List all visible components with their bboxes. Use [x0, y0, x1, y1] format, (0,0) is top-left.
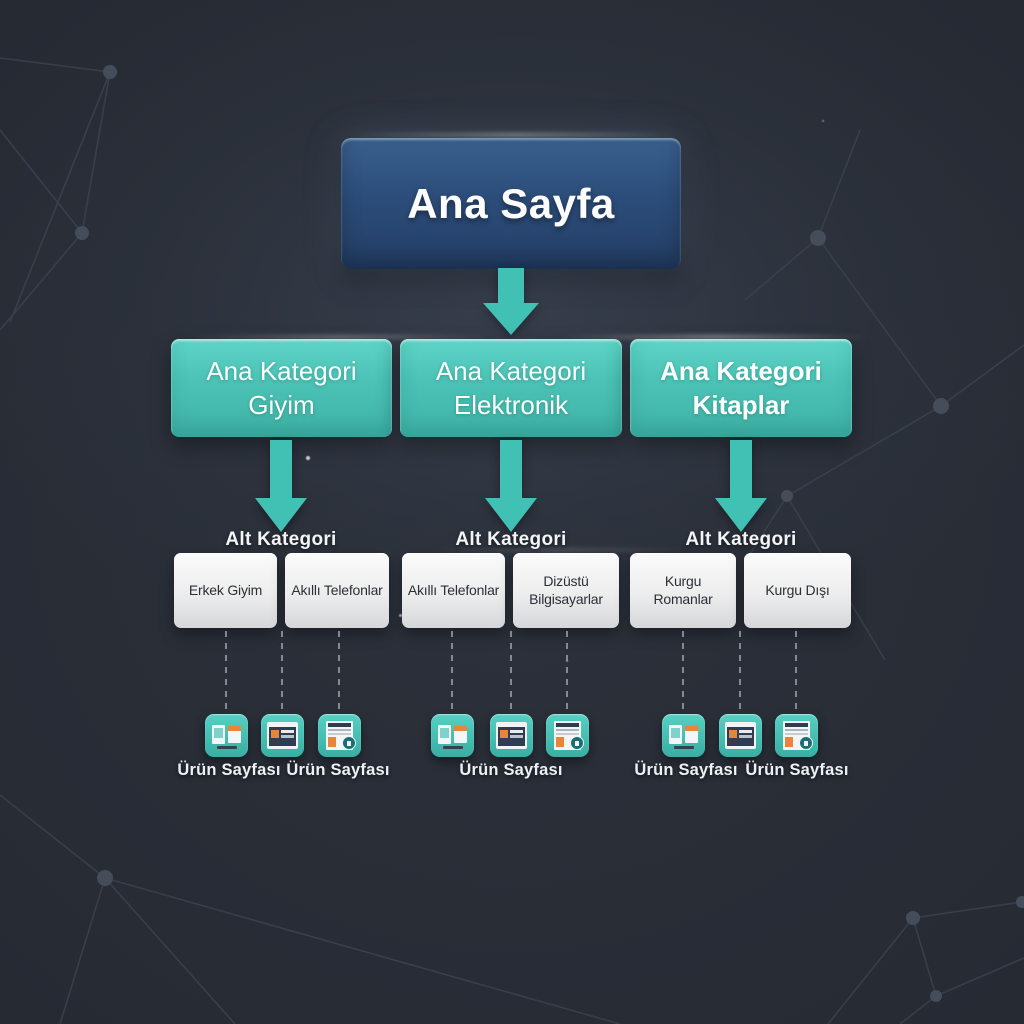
home-page-label: Ana Sayfa	[407, 179, 615, 227]
product-invoice-icon	[546, 714, 589, 757]
subcategory-node-kurgu-disi: Kurgu Dışı	[744, 553, 851, 628]
product-invoice-icon	[318, 714, 361, 757]
subcategory-label: Kurgu Dışı	[765, 581, 830, 598]
light-streak	[350, 133, 680, 137]
connector-dashed-line	[566, 631, 568, 712]
subcategory-label: Kurgu Romanlar	[653, 573, 713, 607]
connector-dashed-line	[739, 631, 741, 712]
product-page-label: Ürün Sayfası	[177, 761, 281, 779]
product-browser-icon	[490, 714, 533, 757]
product-page-label: Ürün Sayfası	[745, 761, 849, 779]
category-node-giyim: Ana Kategori Giyim	[171, 339, 392, 437]
subcategory-label: Akıllı Telefonlar	[407, 581, 500, 598]
subcategory-header: Alt Kategori	[225, 529, 337, 550]
arrow-down-icon	[485, 440, 537, 532]
subcategory-label: Dizüstü Bilgisayarlar	[529, 573, 603, 607]
category-node-kitaplar: Ana Kategori Kitaplar	[630, 339, 852, 437]
category-label: Ana Kategori Elektronik	[435, 355, 587, 420]
product-page-label: Ürün Sayfası	[459, 761, 563, 779]
product-catalog-icon	[205, 714, 248, 757]
category-label: Ana Kategori Kitaplar	[660, 355, 822, 420]
subcategory-header: Alt Kategori	[685, 529, 797, 550]
sparkle-dot	[399, 614, 402, 617]
category-label: Ana Kategori Giyim	[206, 355, 357, 420]
connector-dashed-line	[281, 631, 283, 712]
arrow-down-icon	[715, 440, 767, 532]
subcategory-header: Alt Kategori	[455, 529, 567, 550]
light-streak	[560, 335, 870, 339]
connector-dashed-line	[225, 631, 227, 712]
subcategory-node-dizustu-bilgisayarlar: Dizüstü Bilgisayarlar	[513, 553, 619, 628]
subcategory-label: Akıllı Telefonlar	[291, 581, 383, 598]
connector-dashed-line	[682, 631, 684, 712]
category-node-elektronik: Ana Kategori Elektronik	[400, 339, 622, 437]
home-page-node: Ana Sayfa	[341, 138, 681, 269]
subcategory-label: Erkek Giyim	[188, 581, 263, 598]
arrow-down-icon	[255, 440, 307, 532]
product-catalog-icon	[662, 714, 705, 757]
connector-dashed-line	[451, 631, 453, 712]
subcategory-node-kurgu-romanlar: Kurgu Romanlar	[630, 553, 736, 628]
subcategory-node-akilli-telefonlar-2: Akıllı Telefonlar	[402, 553, 505, 628]
connector-dashed-line	[338, 631, 340, 712]
arrow-down-icon	[483, 268, 539, 335]
subcategory-node-akilli-telefonlar: Akıllı Telefonlar	[285, 553, 389, 628]
product-browser-icon	[261, 714, 304, 757]
light-streak	[430, 548, 690, 552]
subcategory-node-erkek-giyim: Erkek Giyim	[174, 553, 277, 628]
connector-dashed-line	[795, 631, 797, 712]
connector-dashed-line	[510, 631, 512, 712]
sparkle-dot	[822, 120, 824, 122]
light-streak	[190, 335, 490, 339]
sparkle-dot	[306, 456, 310, 460]
product-browser-icon	[719, 714, 762, 757]
product-catalog-icon	[431, 714, 474, 757]
product-invoice-icon	[775, 714, 818, 757]
product-page-label: Ürün Sayfası	[634, 761, 738, 779]
product-page-label: Ürün Sayfası	[286, 761, 390, 779]
